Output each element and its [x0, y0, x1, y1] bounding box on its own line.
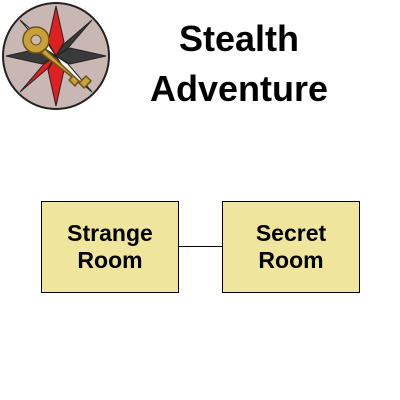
- compass-key-svg: [2, 2, 110, 110]
- room-label: Secret Room: [256, 220, 326, 274]
- room-label-line-2: Room: [77, 247, 143, 273]
- room-label: Strange Room: [67, 220, 153, 274]
- room-connector: [179, 246, 223, 247]
- title-line-1: Stealth: [178, 18, 300, 59]
- title-line-2: Adventure: [149, 68, 329, 109]
- page-title: Stealth Adventure: [118, 14, 360, 114]
- compass-key-icon: [0, 0, 112, 112]
- key-icon: [22, 26, 92, 89]
- room-label-line-1: Secret: [255, 220, 327, 246]
- room-strange-room: Strange Room: [41, 201, 179, 293]
- room-label-line-1: Strange: [67, 220, 153, 246]
- room-secret-room: Secret Room: [222, 201, 360, 293]
- room-label-line-2: Room: [258, 247, 324, 273]
